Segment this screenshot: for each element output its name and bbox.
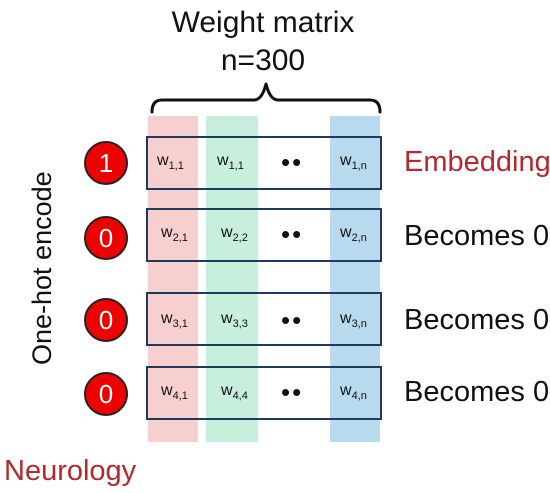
weight-cell-second: w4,4 (221, 382, 248, 403)
weight-cell-first: w2,1 (161, 224, 188, 245)
row-result-embedding: Embedding (404, 146, 550, 178)
row-box (146, 208, 382, 262)
neurology-label: Neurology (4, 455, 137, 487)
title-n-value: n=300 (220, 44, 306, 77)
weight-cell-last: w2,n (340, 224, 367, 245)
one-hot-bit: 1 (84, 141, 128, 185)
weight-cell-last: w4,n (340, 382, 367, 403)
one-hot-encode-label: One-hot encode (27, 171, 57, 365)
weight-cell-second: w3,3 (221, 310, 248, 331)
column-highlight-last (330, 116, 380, 442)
column-highlight-first (148, 116, 198, 442)
row-box (146, 136, 382, 190)
one-hot-bit: 0 (84, 372, 128, 416)
row-result-becomes-zero: Becomes 0 (404, 304, 550, 336)
weight-cell-first: w4,1 (161, 382, 188, 403)
curly-brace (150, 82, 382, 114)
weight-cell-second: w2,2 (221, 224, 248, 245)
title-weight-matrix: Weight matrix (171, 6, 355, 39)
row-result-becomes-zero: Becomes 0 (404, 220, 550, 252)
weight-cell-first: w1,1 (157, 152, 184, 173)
weight-cell-second: w1,1 (217, 152, 244, 173)
one-hot-bit: 0 (84, 298, 128, 342)
ellipsis-dots: •• (281, 377, 304, 407)
row-box (146, 366, 382, 420)
ellipsis-dots: •• (281, 305, 304, 335)
column-highlight-second (206, 116, 258, 442)
weight-cell-first: w3,1 (161, 310, 188, 331)
row-result-becomes-zero: Becomes 0 (404, 376, 550, 408)
weight-cell-last: w3,n (340, 310, 367, 331)
ellipsis-dots: •• (281, 219, 304, 249)
weight-cell-last: w1,n (340, 152, 367, 173)
one-hot-bit: 0 (84, 216, 128, 260)
ellipsis-dots: •• (281, 147, 304, 177)
row-box (146, 292, 382, 346)
